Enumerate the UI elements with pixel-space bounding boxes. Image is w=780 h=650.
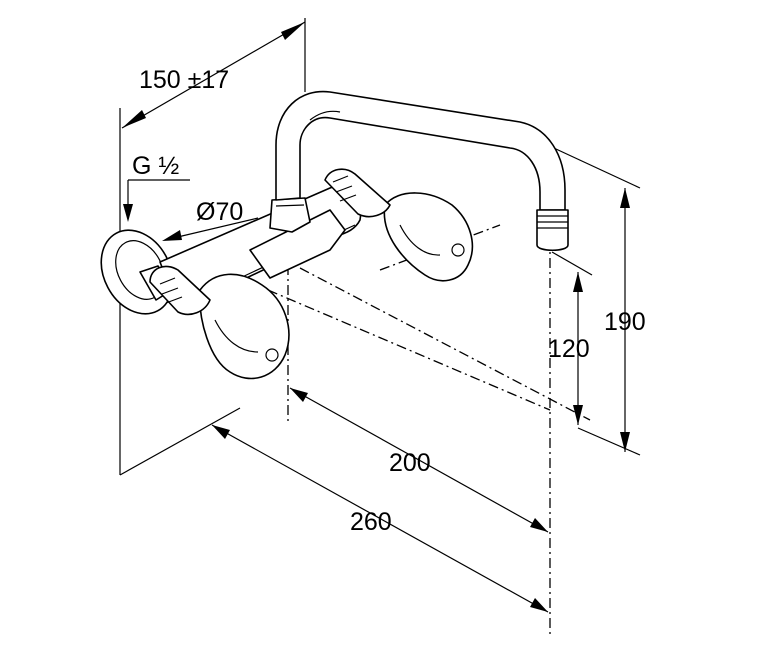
dim-label-total-height: 190 [604,308,646,336]
aerator [536,209,569,252]
dim-label-wall-to-outlet: 260 [350,508,392,536]
dim-label-rosette-diameter: Ø70 [196,198,243,226]
valve-handle-left [199,273,290,380]
dim-label-thread: G ½ [132,152,179,180]
spout-tube [275,90,566,211]
valve-handle-right [383,192,474,282]
faucet-body [100,90,569,380]
dim-label-outlet-height: 120 [548,335,590,363]
dim-label-inlet-to-outlet: 200 [389,449,431,477]
arrowheads [122,22,630,612]
dim-label-wall-offset: 150 ±17 [139,66,229,94]
center-lines [267,224,591,635]
